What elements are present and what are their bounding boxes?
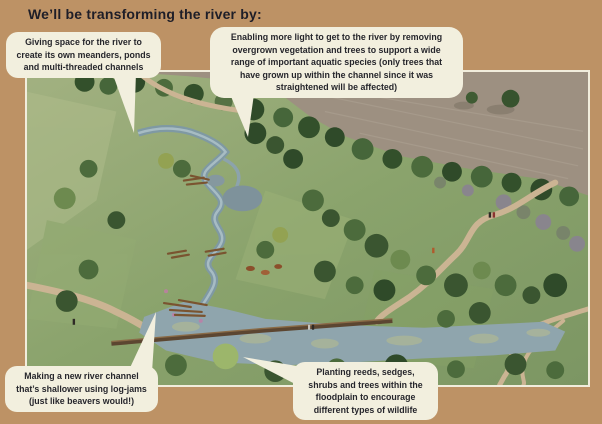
callout-log-jams-text: Making a new river channel that’s shallo… [16, 371, 147, 406]
willow-tree [212, 343, 239, 370]
landscape-art [27, 72, 588, 385]
callout-more-light: Enabling more light to get to the river … [210, 27, 463, 98]
pond [222, 185, 263, 212]
wetland [139, 289, 566, 366]
cattle [245, 264, 283, 276]
callout-meanders-text: Giving space for the river to create its… [16, 37, 151, 72]
callout-more-light-text: Enabling more light to get to the river … [230, 32, 443, 92]
callout-planting-text: Planting reeds, sedges, shrubs and trees… [308, 367, 423, 415]
log-jams [162, 174, 227, 317]
callout-meanders: Giving space for the river to create its… [6, 32, 161, 78]
callout-planting: Planting reeds, sedges, shrubs and trees… [293, 362, 438, 420]
field-trees [465, 89, 520, 108]
callout-log-jams: Making a new river channel that’s shallo… [5, 366, 158, 412]
river-aerial-illustration [25, 70, 590, 387]
river [137, 125, 263, 314]
field-tree-shadows [453, 101, 515, 115]
boardwalk-bridge [111, 318, 393, 346]
pond-small [206, 174, 225, 187]
shrubs [434, 176, 586, 252]
walkers [72, 212, 496, 330]
page-title: We’ll be transforming the river by: [28, 6, 262, 22]
